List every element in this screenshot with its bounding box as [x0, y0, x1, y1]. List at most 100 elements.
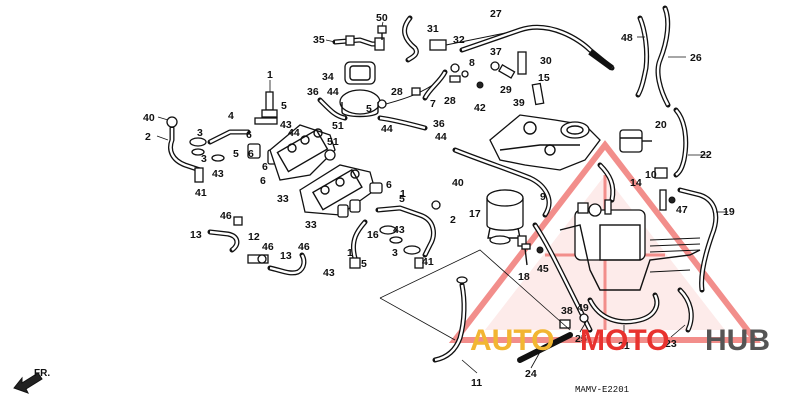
part-30-tube [498, 51, 545, 106]
label-30: 30 [540, 55, 552, 67]
label-25: 25 [575, 333, 587, 345]
part-24-pipe [517, 332, 573, 363]
part-33-throttle-body-upper [269, 124, 336, 181]
label-17: 17 [469, 208, 481, 220]
label-27: 27 [490, 8, 502, 20]
watermark-text: AUTO MOTO HUB [470, 324, 770, 357]
callout-labels: 50 27 31 32 35 37 30 48 26 8 34 29 15 1 … [143, 8, 735, 389]
part-3-washer [189, 137, 207, 183]
part-2-pipe [166, 116, 203, 173]
part-21-hose [587, 292, 660, 325]
part-19-hose [677, 187, 719, 293]
label-8: 8 [469, 57, 475, 69]
label-3c: 3 [201, 153, 207, 165]
label-51b: 51 [327, 136, 339, 148]
part-13-hose-right [267, 252, 307, 276]
label-19: 19 [723, 206, 735, 218]
label-45: 45 [537, 263, 549, 275]
part-48-hose [635, 15, 650, 98]
part-intake-manifold [489, 114, 601, 171]
label-31: 31 [427, 23, 439, 35]
label-1: 1 [267, 69, 273, 81]
label-46c: 46 [298, 241, 310, 253]
label-5b: 5 [233, 148, 239, 160]
label-6c: 6 [260, 175, 266, 187]
label-33: 33 [277, 193, 289, 205]
part-34-valve [339, 61, 441, 118]
watermark-word-auto: AUTO [470, 324, 554, 357]
label-4: 4 [228, 110, 234, 122]
part-14-hose [597, 162, 616, 203]
label-6d: 6 [386, 179, 392, 191]
part-35-pipe [332, 35, 385, 51]
label-32: 32 [453, 34, 465, 46]
label-24: 24 [525, 368, 537, 380]
label-48: 48 [621, 32, 633, 44]
label-46: 46 [220, 210, 232, 222]
diagram-code: MAMV-E2201 [575, 385, 629, 395]
part-2-pipe-right [375, 200, 441, 258]
label-28: 28 [391, 86, 403, 98]
label-5c: 5 [399, 193, 405, 205]
label-43b: 43 [212, 168, 224, 180]
part-28-hose [411, 69, 448, 101]
label-39: 39 [513, 97, 525, 109]
label-20: 20 [655, 119, 667, 131]
label-41: 41 [195, 187, 207, 199]
label-5d: 5 [361, 258, 367, 270]
label-28b: 28 [444, 95, 456, 107]
label-2: 2 [145, 131, 151, 143]
label-49: 49 [577, 302, 589, 314]
part-37-nut [490, 61, 500, 71]
label-15: 15 [538, 72, 550, 84]
label-21: 21 [618, 340, 630, 352]
assembly-outline [379, 249, 571, 341]
label-29: 29 [500, 84, 512, 96]
watermark-word-moto: MOTO [580, 324, 669, 357]
label-43: 43 [280, 119, 292, 131]
label-22: 22 [700, 149, 712, 161]
label-33b: 33 [305, 219, 317, 231]
watermark-word-hub: HUB [705, 324, 770, 357]
label-47: 47 [676, 204, 688, 216]
label-43c: 43 [323, 267, 335, 279]
part-12-fitting [247, 254, 269, 264]
label-2b: 2 [450, 214, 456, 226]
part-18-bolt [521, 243, 531, 266]
label-34: 34 [322, 71, 334, 83]
part-22-hose [673, 107, 689, 178]
label-44b: 44 [381, 123, 393, 135]
part-10-tube [654, 167, 676, 211]
part-13-hose-left [207, 216, 243, 253]
part-27-hose [459, 24, 615, 71]
label-44d: 44 [288, 127, 300, 139]
part-36-hose [317, 97, 428, 131]
label-13b: 13 [280, 250, 292, 262]
label-36: 36 [307, 86, 319, 98]
part-11-hose [432, 276, 468, 363]
label-41b: 41 [422, 256, 434, 268]
part-17-valve [486, 189, 527, 247]
part-1-nipple [254, 91, 278, 125]
label-42: 42 [474, 102, 486, 114]
part-20-solenoid [619, 129, 652, 153]
label-40: 40 [143, 112, 155, 124]
label-6: 6 [246, 129, 252, 141]
part-4-pipe [207, 129, 251, 162]
label-9: 9 [540, 191, 546, 203]
label-12: 12 [248, 231, 260, 243]
label-5: 5 [281, 100, 287, 112]
part-air-injection-assembly [559, 199, 701, 291]
label-50: 50 [376, 12, 388, 24]
label-26: 26 [690, 52, 702, 64]
front-label: FR. [34, 368, 50, 379]
label-5e: 5 [366, 103, 372, 115]
part-45-clip [536, 246, 544, 254]
part-8-fitting [449, 63, 484, 89]
label-1c: 1 [400, 188, 406, 200]
label-1b: 1 [347, 247, 353, 259]
label-10: 10 [645, 169, 657, 181]
part-23-hose [677, 287, 694, 333]
